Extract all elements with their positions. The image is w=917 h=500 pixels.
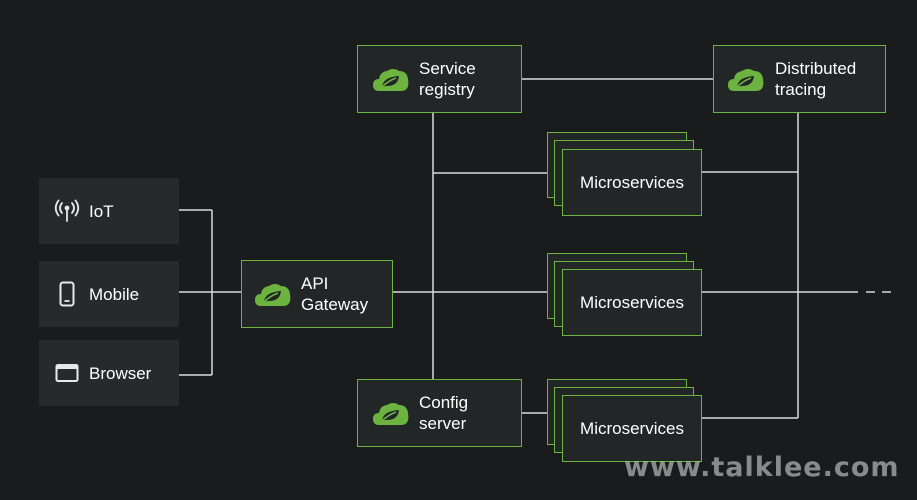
config-server-label: Config server (419, 393, 469, 433)
client-iot-label: IoT (89, 201, 114, 221)
watermark-text: www.talklee.com (624, 452, 900, 483)
spring-leaf-icon (373, 403, 409, 425)
microservices-2-label: Microservices (580, 293, 684, 312)
antenna-icon (54, 199, 80, 222)
distributed-tracing-label: Distributed tracing (775, 59, 857, 99)
client-browser-label: Browser (89, 363, 152, 383)
api-gateway-node: API Gateway (241, 260, 393, 328)
phone-icon (59, 281, 75, 307)
client-iot: IoT (39, 178, 179, 244)
service-registry-node: Service registry (357, 45, 522, 113)
microservices-1-label: Microservices (580, 173, 684, 192)
client-mobile: Mobile (39, 261, 179, 327)
browser-window-icon (55, 364, 79, 382)
microservices-3-label: Microservices (580, 419, 684, 438)
microservices-stack-2-front: Microservices (562, 269, 702, 336)
client-browser: Browser (39, 340, 179, 406)
api-gateway-label: API Gateway (301, 274, 369, 314)
service-registry-label: Service registry (419, 59, 476, 99)
config-server-node: Config server (357, 379, 522, 447)
client-mobile-label: Mobile (89, 284, 140, 304)
distributed-tracing-node: Distributed tracing (713, 45, 886, 113)
spring-leaf-icon (255, 284, 291, 306)
spring-leaf-icon (373, 69, 409, 91)
microservices-stack-1-front: Microservices (562, 149, 702, 216)
spring-leaf-icon (728, 69, 764, 91)
microservices-stack-3-front: Microservices (562, 395, 702, 462)
